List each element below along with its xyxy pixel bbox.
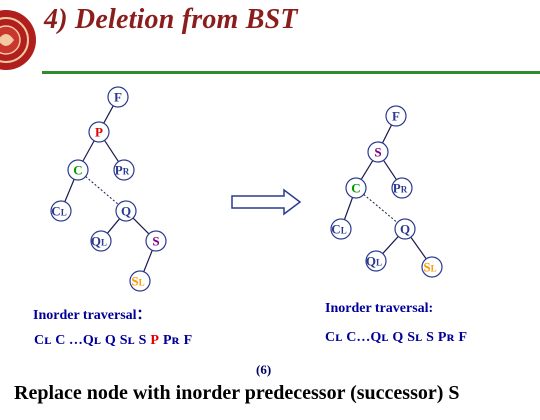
right-traversal-item: S — [426, 330, 434, 345]
university-logo — [0, 10, 36, 70]
edge-after-F-S — [381, 124, 393, 144]
node-label-after-SL: SL — [423, 260, 436, 275]
node-label-after-Q: Q — [400, 222, 410, 237]
right-traversal-item: Q — [392, 330, 404, 345]
edge-after-C-CL — [343, 197, 354, 220]
tree-before-deletion: F P C PR CL Q QL S SL — [50, 86, 167, 292]
edge-after-Q-QL — [382, 236, 399, 254]
page-title: 4) Deletion from BST — [44, 4, 298, 35]
left-traversal-item: Pʀ — [162, 333, 180, 348]
left-traversal-item: Cʟ — [34, 333, 52, 348]
left-traversal-item: P — [150, 333, 159, 348]
right-traversal-item: Pʀ — [437, 330, 455, 345]
left-traversal-item: Q — [104, 333, 116, 348]
node-label-after-QL: QL — [366, 254, 382, 269]
node-before-CL: CL — [50, 200, 72, 222]
node-label-before-CL: CL — [51, 204, 66, 219]
node-after-SL: SL — [421, 256, 443, 278]
figure-number: (6) — [256, 362, 272, 377]
double-arrow-right-icon — [231, 188, 302, 216]
node-label-before-S: S — [152, 234, 159, 249]
node-label-after-C: C — [351, 181, 360, 196]
node-before-QL: QL — [90, 230, 112, 252]
edge-before-P-PR — [103, 140, 120, 162]
node-label-before-C: C — [73, 163, 82, 178]
node-label-before-SL: SL — [131, 274, 144, 289]
footer-statement: Replace node with inorder predecessor (s… — [14, 382, 460, 404]
edge-after-C-Q — [363, 194, 398, 223]
node-label-before-F: F — [114, 90, 122, 105]
node-before-P: P — [88, 121, 110, 143]
node-before-PR: PR — [113, 159, 135, 181]
left-traversal-item: F — [183, 333, 193, 348]
node-after-F: F — [385, 105, 407, 127]
edge-before-C-Q — [85, 176, 119, 205]
edge-after-Q-SL — [410, 236, 427, 260]
edge-before-P-C — [82, 140, 95, 162]
node-before-S: S — [145, 230, 167, 252]
edge-before-S-SL — [143, 250, 153, 272]
node-after-QL: QL — [365, 250, 387, 272]
node-before-Q: Q — [115, 200, 137, 222]
node-after-C: C — [345, 177, 367, 199]
node-label-after-F: F — [392, 109, 400, 124]
edge-before-C-CL — [64, 179, 75, 202]
edge-before-Q-QL — [106, 218, 121, 234]
node-after-PR: PR — [391, 177, 413, 199]
node-label-before-P: P — [95, 125, 103, 140]
node-label-before-Q: Q — [121, 204, 131, 219]
node-label-before-QL: QL — [91, 234, 107, 249]
edge-before-Q-S — [132, 217, 150, 235]
edge-after-S-PR — [383, 159, 397, 181]
node-after-CL: CL — [330, 218, 352, 240]
right-traversal-item: C…Qʟ — [346, 330, 389, 345]
node-after-S: S — [367, 141, 389, 163]
title-divider — [42, 71, 540, 74]
node-before-F: F — [107, 86, 129, 108]
tree-after-deletion: F S C PR CL Q QL SL — [330, 105, 443, 278]
left-traversal-label: Inorder traversal： — [33, 308, 151, 323]
left-traversal-item: S — [138, 333, 147, 348]
node-label-after-PR: PR — [393, 181, 408, 196]
right-traversal-label: Inorder traversal: — [325, 301, 434, 316]
bst-diagram: F P C PR CL Q QL S SL F S C PR CL Q QL SL — [50, 86, 443, 292]
edge-after-S-C — [360, 160, 374, 180]
edge-before-F-P — [103, 105, 114, 124]
node-label-before-PR: PR — [115, 163, 130, 178]
node-label-after-CL: CL — [331, 222, 346, 237]
right-traversal-item: Sʟ — [407, 330, 423, 345]
right-traversal-item: Cʟ — [325, 330, 343, 345]
left-traversal-item: C …Qʟ — [55, 333, 101, 348]
node-before-C: C — [67, 159, 89, 181]
right-traversal-item: F — [458, 330, 468, 345]
node-after-Q: Q — [394, 218, 416, 240]
node-label-after-S: S — [374, 145, 381, 160]
node-before-SL: SL — [129, 270, 151, 292]
left-traversal-item: Sʟ — [119, 333, 135, 348]
